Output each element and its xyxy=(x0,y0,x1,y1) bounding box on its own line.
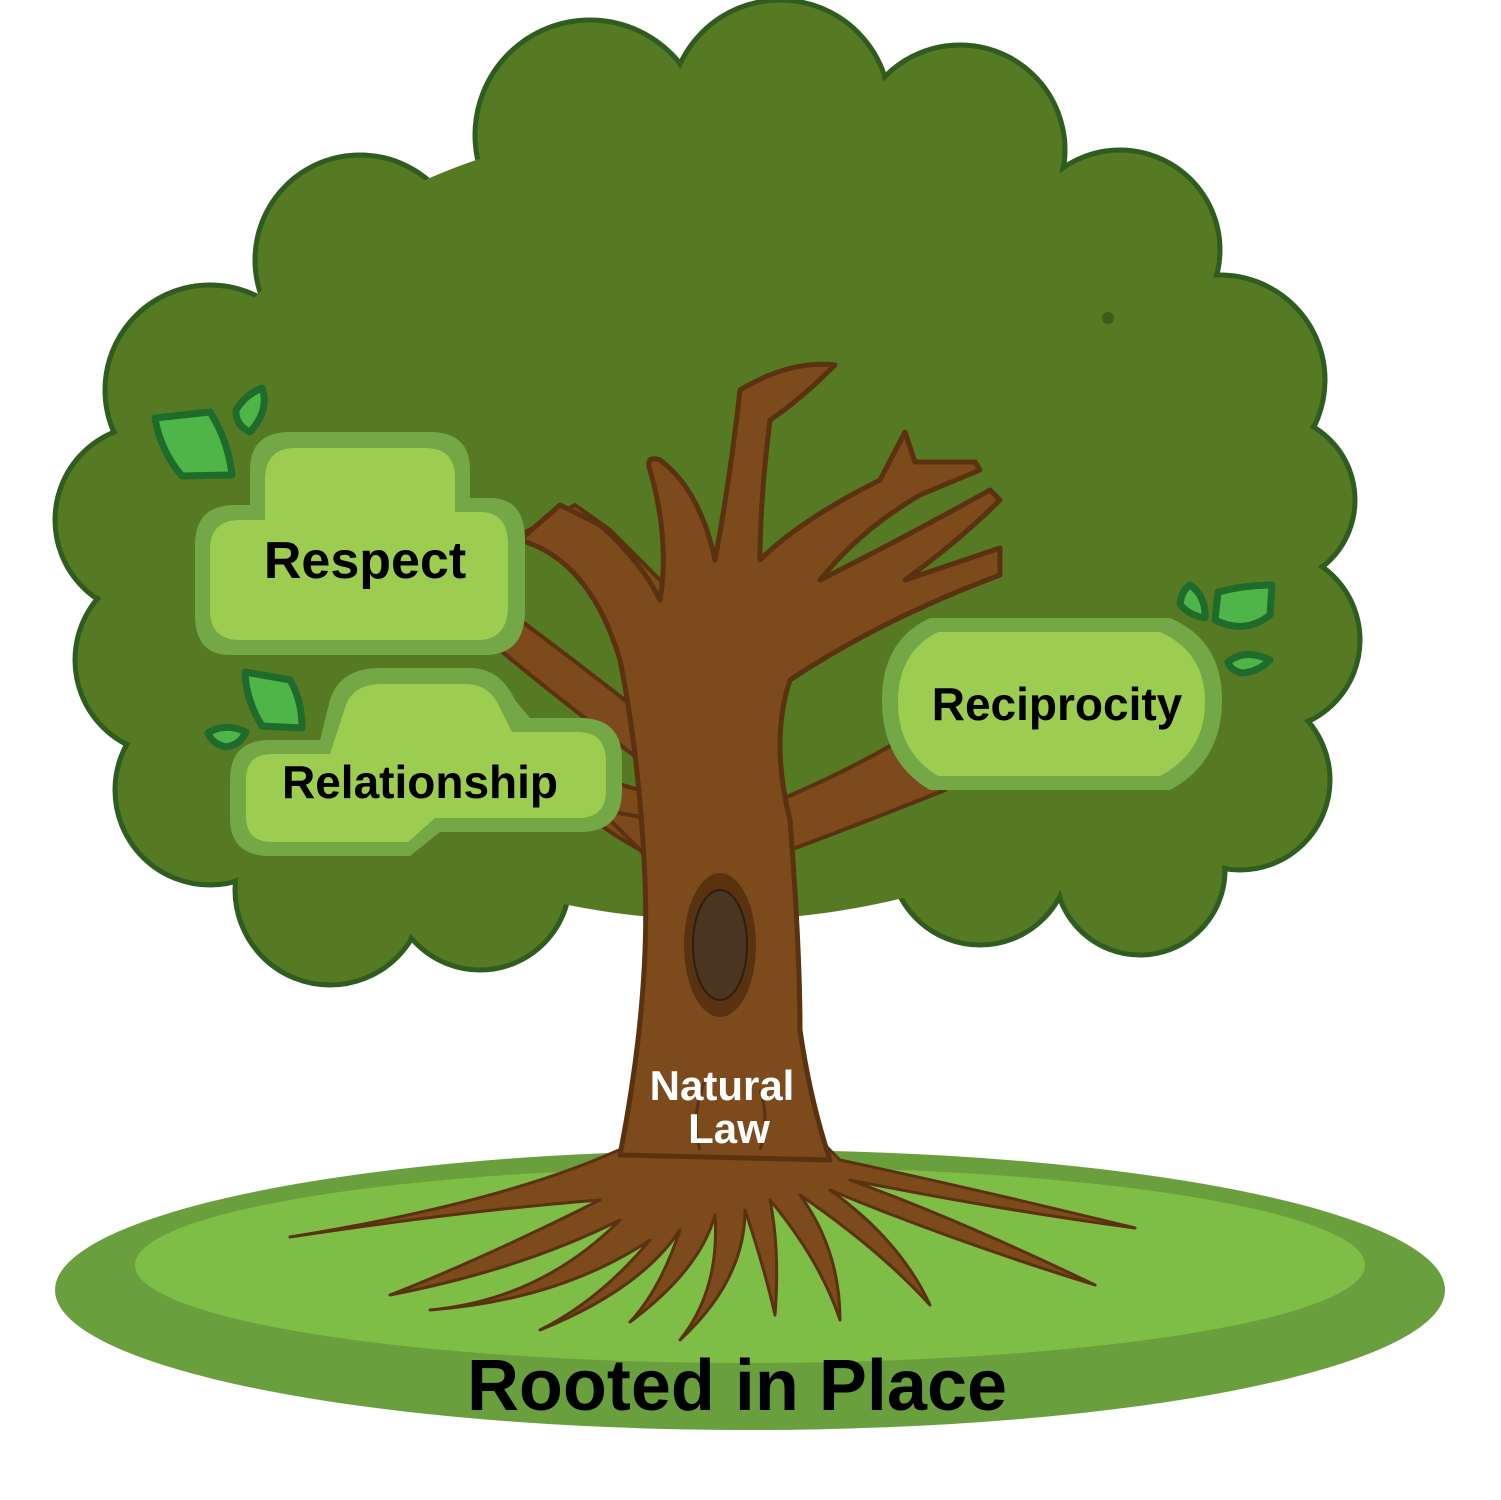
leaf-cluster-respect xyxy=(151,384,268,480)
canopy-dot xyxy=(1102,312,1114,324)
leaf-icon xyxy=(1224,651,1274,677)
leaf-cluster-reciprocity xyxy=(1176,581,1276,677)
respect-box: Respect xyxy=(195,432,525,655)
leaf-icon xyxy=(232,384,268,436)
respect-label: Respect xyxy=(264,532,466,590)
ground-caption: Rooted in Place xyxy=(467,1346,1007,1426)
leaf-icon xyxy=(1176,581,1209,622)
trunk-label: Natural Law xyxy=(650,1062,795,1152)
leaf-icon xyxy=(241,668,306,732)
reciprocity-label: Reciprocity xyxy=(932,678,1183,730)
trunk-label-line2: Law xyxy=(688,1105,770,1152)
trunk-label-line1: Natural xyxy=(650,1062,795,1109)
tree-roots xyxy=(288,1138,1137,1342)
leaf-cluster-relationship xyxy=(204,668,306,751)
tree-trunk xyxy=(517,361,1003,1163)
leaf-icon xyxy=(204,723,250,751)
leaf-icon xyxy=(1211,581,1276,630)
leaf-icon xyxy=(151,408,236,480)
relationship-label: Relationship xyxy=(282,756,558,808)
relationship-box: Relationship xyxy=(230,668,622,856)
reciprocity-box: Reciprocity xyxy=(882,618,1222,790)
